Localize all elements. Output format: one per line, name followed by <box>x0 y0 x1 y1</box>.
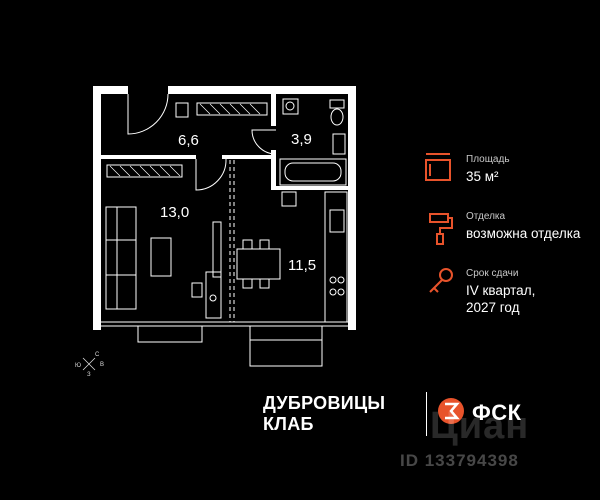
closet-room <box>106 164 183 178</box>
developer-name: ФСК <box>472 400 522 425</box>
wall-hall-room <box>101 155 196 159</box>
info-area-label: Площадь <box>466 154 510 165</box>
coffee-table <box>150 237 172 277</box>
washing-machine <box>282 98 299 115</box>
info-finish-value: возможна отделка <box>466 226 581 241</box>
info-finish-label: Отделка <box>466 211 506 222</box>
project-brand: ДУБРОВИЦЫ КЛАБ <box>263 393 385 435</box>
fsk-logo-icon <box>438 398 464 424</box>
brand-line-2: КЛАБ <box>263 414 314 434</box>
loggia <box>249 325 323 367</box>
bathtub <box>279 158 347 186</box>
brand-line-1: ДУБРОВИЦЫ <box>263 393 386 413</box>
compass-east: В <box>100 362 105 368</box>
closet-hall <box>196 102 268 116</box>
toilet <box>329 99 345 109</box>
watermark-brand: Циан <box>430 405 530 447</box>
sink-bath <box>332 133 346 155</box>
desk <box>205 271 222 319</box>
bath-door-swing <box>251 129 277 155</box>
room-door-swing <box>195 158 227 191</box>
wall-hall-bath <box>271 94 276 126</box>
info-deadline-label: Срок сдачи <box>466 268 519 279</box>
info-area-value: 35 м² <box>466 169 499 184</box>
fridge <box>281 191 297 207</box>
room-area-bathroom: 3,9 <box>291 131 312 148</box>
brand-divider <box>426 392 427 436</box>
room-area-kitchen: 11,5 <box>288 257 317 274</box>
tv-unit <box>212 221 222 278</box>
floorplan-icon <box>425 153 451 181</box>
info-finish: Отделка возможна отделка <box>420 211 595 261</box>
info-area: Площадь 35 м² <box>420 154 595 204</box>
compass-south: Ю <box>75 363 82 369</box>
room-area-hall: 6,6 <box>178 132 199 149</box>
info-deadline-value: IV квартал, 2027 год <box>466 283 536 315</box>
balcony <box>137 325 203 343</box>
compass-west: З <box>87 372 91 378</box>
shelf <box>175 102 189 118</box>
room-area-room: 13,0 <box>160 204 190 221</box>
outer-wall-right <box>348 86 356 330</box>
dining-table <box>236 248 281 280</box>
entry-door-swing <box>127 93 169 135</box>
info-deadline: Срок сдачи IV квартал, 2027 год <box>420 268 595 318</box>
compass-icon <box>82 357 96 371</box>
watermark-id: ID 133794398 <box>400 451 519 470</box>
paint-roller-icon <box>429 213 453 245</box>
outer-wall-top <box>93 86 356 94</box>
compass-north: С <box>95 352 100 358</box>
outer-wall-left <box>93 86 101 330</box>
sofa <box>105 206 137 310</box>
key-icon <box>429 268 453 293</box>
